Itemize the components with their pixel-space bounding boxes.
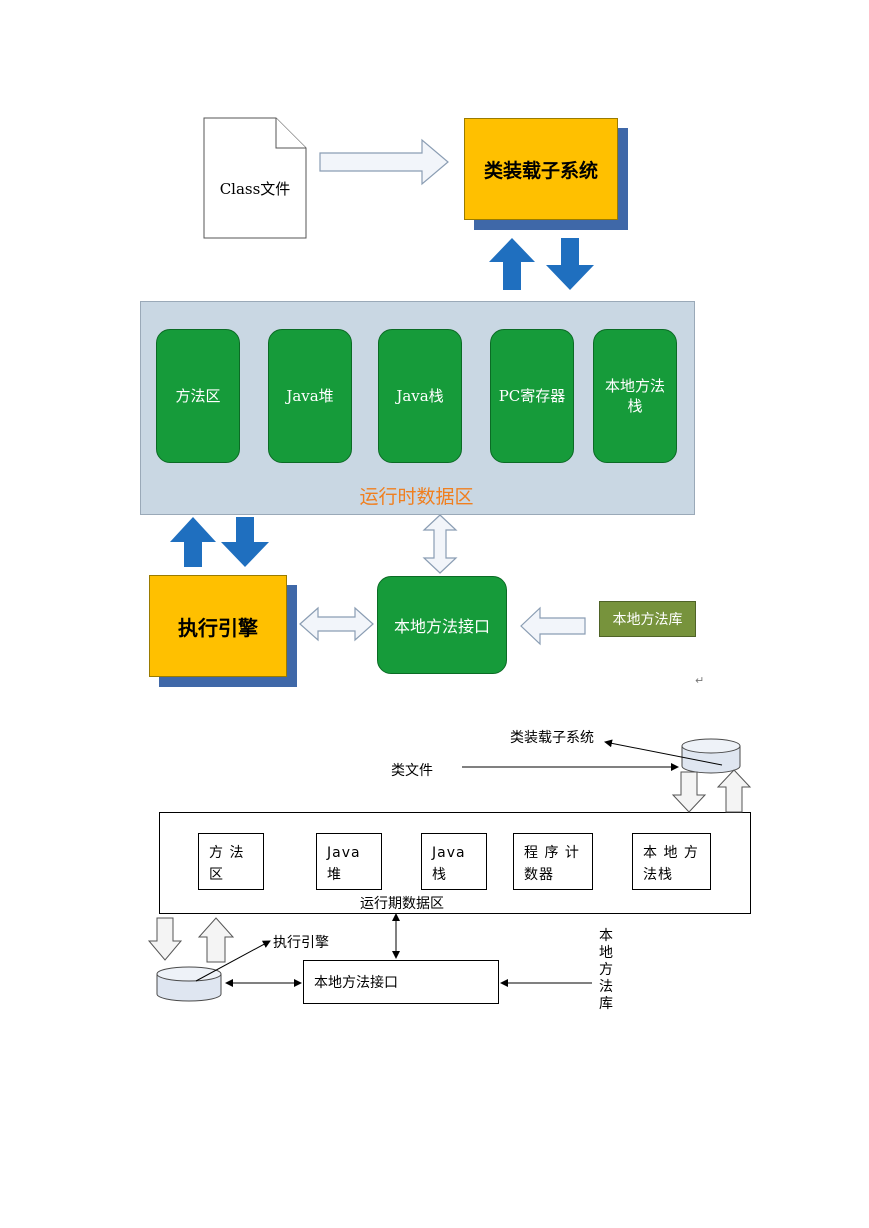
native-method-library: 本地方法库 bbox=[599, 601, 696, 637]
class-file-label-2: 类文件 bbox=[391, 763, 433, 779]
java-heap-box: Java 堆 bbox=[316, 833, 382, 890]
runtime-to-loader-arrow bbox=[489, 238, 535, 290]
method-area-line1: 方 法 bbox=[209, 845, 245, 861]
java-heap-line2: 堆 bbox=[327, 867, 342, 883]
native-method-interface: 本地方法接口 bbox=[377, 576, 507, 674]
method-area-line2: 区 bbox=[209, 867, 224, 883]
file-to-loader-arrow bbox=[319, 138, 449, 186]
execution-engine: 执行引擎 bbox=[149, 575, 287, 677]
native-stack-line2: 法栈 bbox=[643, 867, 673, 883]
java-stack-block: Java栈 bbox=[378, 329, 462, 463]
native-stack-box: 本 地 方 法栈 bbox=[632, 833, 711, 890]
pc-register-block: PC寄存器 bbox=[490, 329, 574, 463]
java-heap-line1: Java bbox=[327, 845, 361, 861]
java-heap-block: Java堆 bbox=[268, 329, 352, 463]
engine-interface-double-arrow bbox=[299, 606, 374, 642]
native-method-stack-block: 本地方法栈 bbox=[593, 329, 677, 463]
program-counter-line1: 程 序 计 bbox=[524, 845, 580, 861]
program-counter-line2: 数器 bbox=[524, 867, 554, 883]
execution-engine-cylinder bbox=[156, 966, 222, 1002]
loader-up-hollow-arrow bbox=[716, 769, 752, 813]
java-stack-line2: 栈 bbox=[432, 867, 447, 883]
class-loader-label: 类装载子系统 bbox=[510, 730, 594, 746]
class-loader-subsystem: 类装载子系统 bbox=[464, 118, 618, 220]
native-stack-line1: 本 地 方 bbox=[643, 845, 699, 861]
paragraph-mark: ↵ bbox=[695, 674, 705, 687]
class-file-label: Class文件 bbox=[219, 180, 291, 198]
runtime-data-area-label: 运行时数据区 bbox=[359, 486, 474, 508]
engine-down-hollow-arrow bbox=[147, 917, 183, 961]
method-area-block: 方法区 bbox=[156, 329, 240, 463]
engine-to-runtime-arrow bbox=[170, 517, 216, 567]
class-loader-cylinder bbox=[681, 738, 741, 774]
library-to-interface-arrow bbox=[520, 606, 586, 646]
loader-pointer-line bbox=[604, 739, 723, 766]
class-file-shape bbox=[203, 117, 307, 239]
engine-pointer-line bbox=[195, 940, 271, 982]
java-stack-box: Java 栈 bbox=[421, 833, 487, 890]
runtime-interface-double-arrow bbox=[422, 514, 458, 574]
native-interface-box: 本地方法接口 bbox=[303, 960, 499, 1004]
runtime-to-engine-arrow bbox=[221, 517, 269, 567]
native-library-vertical-label: 本地方法库 bbox=[599, 928, 613, 1012]
java-stack-line1: Java bbox=[432, 845, 466, 861]
loader-down-hollow-arrow bbox=[671, 771, 707, 813]
engine-up-hollow-arrow bbox=[197, 917, 235, 963]
loader-to-runtime-arrow bbox=[546, 238, 594, 290]
method-area-box: 方 法 区 bbox=[198, 833, 264, 890]
execution-engine-label: 执行引擎 bbox=[273, 935, 329, 951]
program-counter-box: 程 序 计 数器 bbox=[513, 833, 593, 890]
runtime-area-label-2: 运行期数据区 bbox=[360, 896, 444, 912]
